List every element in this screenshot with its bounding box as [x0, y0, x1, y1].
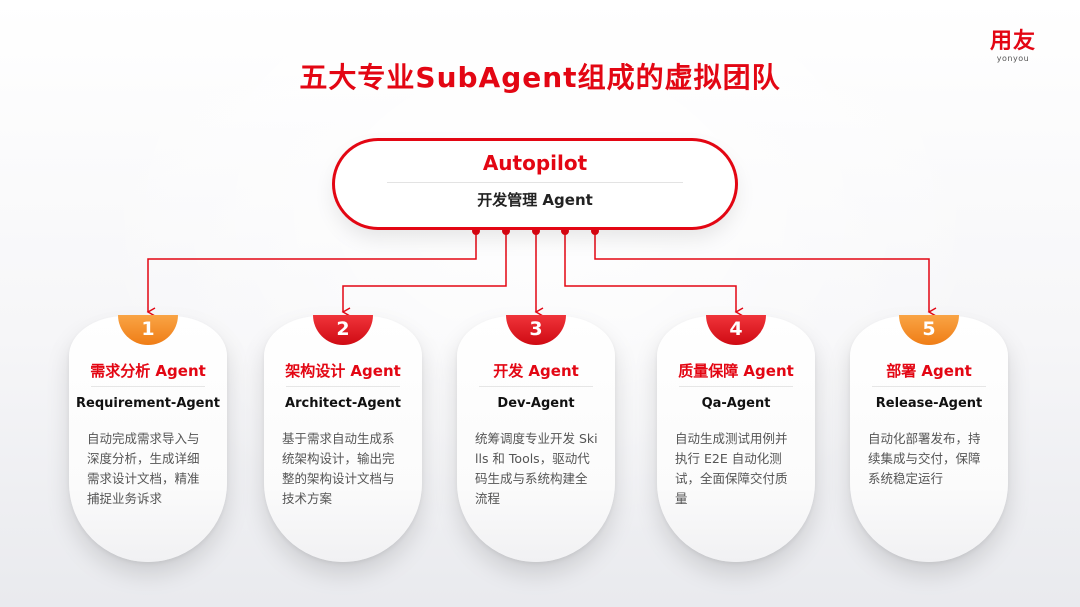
connector-dot-5 [591, 227, 599, 235]
connector-dot-3 [532, 227, 540, 235]
agent-title: 架构设计 Agent [285, 362, 401, 380]
agent-card-dev: 3 开发 Agent Dev-Agent 统筹调度专业开发 Skills 和 T… [457, 315, 615, 562]
autopilot-node: Autopilot 开发管理 Agent [335, 141, 735, 227]
connector-dot-4 [561, 227, 569, 235]
agent-name: Qa-Agent [701, 396, 771, 411]
autopilot-divider [387, 182, 683, 183]
connector-line-1 [146, 231, 477, 317]
autopilot-subtitle: 开发管理 Agent [477, 191, 593, 209]
agent-description: 自动化部署发布，持续集成与交付，保障系统稳定运行 [868, 431, 981, 486]
agent-title: 需求分析 Agent [90, 362, 206, 380]
card-divider [479, 386, 593, 387]
page-title: 五大专业SubAgent组成的虚拟团队 [299, 61, 781, 94]
agent-number-badge: 3 [506, 315, 566, 345]
agent-card-qa: 4 质量保障 Agent Qa-Agent 自动生成测试用例并执行 E2E 自动… [657, 315, 815, 562]
logo-main-text: 用友 [989, 29, 1036, 54]
agent-name: Requirement-Agent [76, 396, 220, 411]
connector-dot-2 [502, 227, 510, 235]
card-divider [91, 386, 205, 387]
logo-sub-text: yonyou [996, 54, 1030, 63]
connector-line-4 [564, 231, 744, 317]
agent-number-badge: 5 [899, 315, 959, 345]
agent-card-requirement: 1 需求分析 Agent Requirement-Agent 自动完成需求导入与… [69, 315, 227, 562]
agent-title: 质量保障 Agent [678, 362, 794, 380]
agent-name: Architect-Agent [285, 396, 401, 411]
agent-number-badge: 4 [706, 315, 766, 345]
agent-card-architect: 2 架构设计 Agent Architect-Agent 基于需求自动生成系统架… [264, 315, 422, 562]
agent-name: Release-Agent [875, 396, 983, 411]
card-divider [679, 386, 793, 387]
card-divider [872, 386, 986, 387]
connector-dot-1 [472, 227, 480, 235]
agent-number-badge: 1 [118, 315, 178, 345]
agent-title: 开发 Agent [493, 362, 579, 380]
agent-name: Dev-Agent [497, 396, 575, 411]
connector-line-2 [341, 231, 507, 317]
agent-description: 统筹调度专业开发 Skills 和 Tools，驱动代码生成与系统构建全流程 [475, 431, 598, 506]
agent-description: 基于需求自动生成系统架构设计，输出完整的架构设计文档与技术方案 [282, 431, 395, 506]
agent-description: 自动生成测试用例并执行 E2E 自动化测试，全面保障交付质量 [675, 431, 788, 506]
agent-title: 部署 Agent [886, 362, 972, 380]
card-divider [286, 386, 400, 387]
agent-number-badge: 2 [313, 315, 373, 345]
connector-line-5 [594, 231, 937, 317]
agent-description: 自动完成需求导入与深度分析，生成详细需求设计文档，精准捕捉业务诉求 [87, 431, 200, 506]
autopilot-title: Autopilot [482, 151, 588, 175]
yonyou-logo: 用友 yonyou [990, 30, 1036, 64]
agent-card-release: 5 部署 Agent Release-Agent 自动化部署发布，持续集成与交付… [850, 315, 1008, 562]
